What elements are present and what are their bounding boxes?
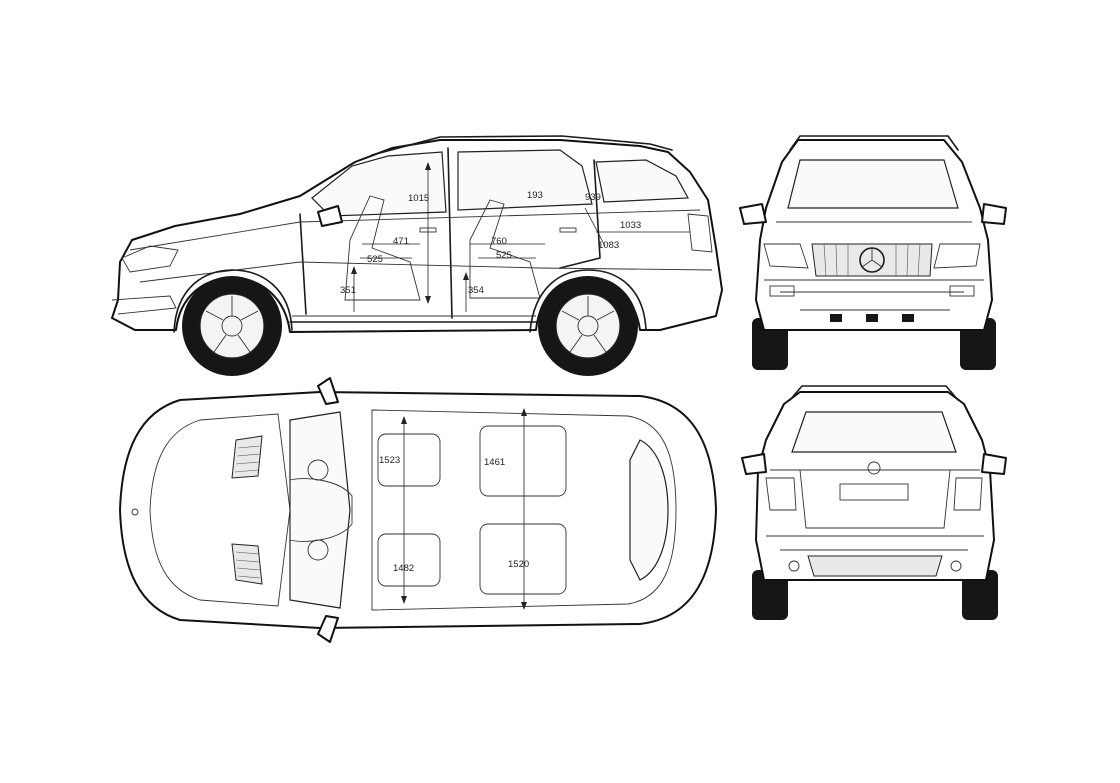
dim-side-2: 193 bbox=[527, 190, 543, 201]
dim-top-4: 1520 bbox=[508, 559, 529, 570]
dim-top-1: 1523 bbox=[379, 455, 400, 466]
dim-side-10: 351 bbox=[340, 285, 356, 296]
dim-side-4: 471 bbox=[393, 236, 409, 247]
side-window-rear-door bbox=[457, 149, 593, 211]
front-headlight-left bbox=[763, 243, 809, 269]
side-window-quarter bbox=[595, 159, 689, 203]
dim-side-6: 1033 bbox=[620, 220, 641, 231]
front-view bbox=[739, 135, 1007, 370]
front-windshield bbox=[787, 159, 959, 209]
rear-view bbox=[741, 385, 1007, 620]
top-view: 1523 1461 1482 1520 bbox=[119, 377, 717, 643]
front-headlight-right bbox=[933, 243, 981, 269]
dim-side-1: 1015 bbox=[408, 193, 429, 204]
rear-plate bbox=[839, 483, 909, 501]
dim-side-7: 1083 bbox=[598, 240, 619, 251]
side-wheel-rear bbox=[538, 276, 638, 376]
rear-badge bbox=[867, 461, 881, 475]
dim-side-9: 525 bbox=[496, 250, 512, 261]
side-view: 1015 193 939 471 760 1033 1083 525 525 3… bbox=[111, 135, 723, 376]
rear-window bbox=[791, 411, 957, 453]
dim-top-2: 1461 bbox=[484, 457, 505, 468]
rear-tire-right bbox=[962, 570, 998, 620]
side-wheel-front bbox=[182, 276, 282, 376]
top-body bbox=[119, 391, 717, 629]
top-dimension-lines bbox=[401, 408, 527, 610]
dim-side-3: 939 bbox=[585, 192, 601, 203]
dim-top-3: 1482 bbox=[393, 563, 414, 574]
top-seats bbox=[289, 425, 567, 595]
side-dimension-labels: 1015 193 939 471 760 1033 1083 525 525 3… bbox=[340, 190, 641, 296]
rear-taillight-left bbox=[765, 477, 797, 511]
dim-side-11: 354 bbox=[468, 285, 484, 296]
top-dimension-labels: 1523 1461 1482 1520 bbox=[379, 455, 529, 574]
rear-tire-left bbox=[752, 570, 788, 620]
dim-side-5: 760 bbox=[491, 236, 507, 247]
side-window-front bbox=[311, 151, 447, 217]
rear-taillight-right bbox=[953, 477, 983, 511]
top-hood-vents bbox=[231, 435, 263, 585]
side-dimension-lines bbox=[351, 162, 690, 312]
dim-side-8: 525 bbox=[367, 254, 383, 265]
